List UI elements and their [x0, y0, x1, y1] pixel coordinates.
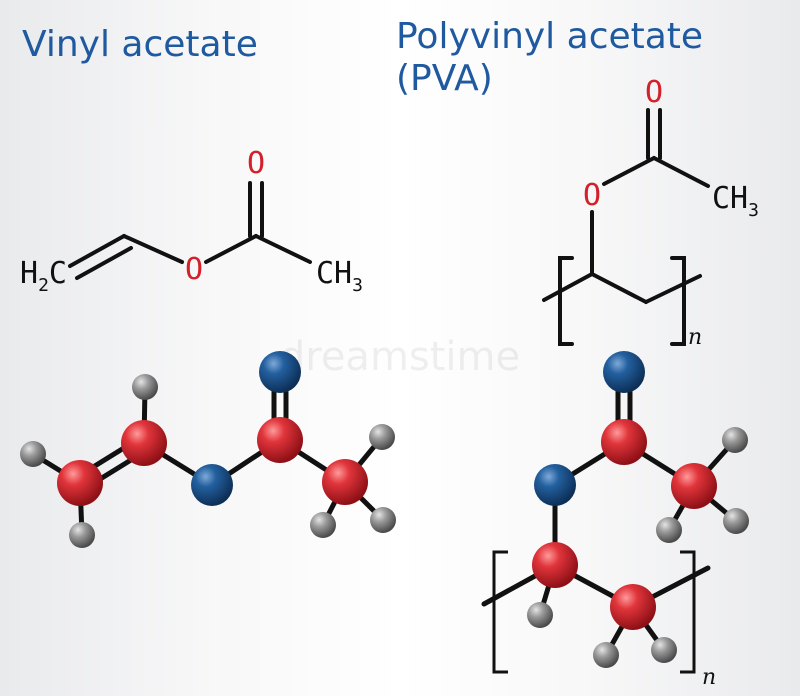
label-n-skeletal: n	[688, 325, 702, 350]
label-h2c: H2C	[20, 256, 67, 296]
ballstick-pva	[481, 351, 749, 674]
hydrogen-ball	[69, 522, 95, 548]
bracket-left-skeletal	[558, 256, 574, 346]
oxygen-ball	[259, 351, 301, 393]
carbon-ball	[601, 419, 647, 465]
bond-c-c-double-a	[68, 234, 126, 268]
bracket-left-ballstick	[492, 550, 508, 674]
bond-c-ch3	[254, 234, 312, 264]
hydrogen-ball	[132, 374, 158, 400]
oxygen-ball	[534, 464, 576, 506]
bond-c-ch3-right	[652, 156, 710, 188]
label-ch3-left: CH3	[316, 256, 363, 296]
carbon-ball	[532, 542, 578, 588]
hydrogen-ball	[651, 637, 677, 663]
bond-c-o	[122, 234, 184, 264]
bracket-right-ballstick	[680, 550, 696, 674]
hydrogen-ball	[369, 424, 395, 450]
hydrogen-ball	[593, 642, 619, 668]
label-n-ballstick: n	[702, 665, 716, 690]
label-o-ether-right: O	[583, 178, 601, 213]
carbon-ball	[121, 420, 167, 466]
label-o-carbonyl-left: O	[247, 146, 265, 181]
bond-chain-right	[644, 274, 702, 304]
bond-o-c	[204, 234, 258, 264]
carbon-ball	[57, 460, 103, 506]
title-pva-line1: Polyvinyl acetate	[396, 16, 704, 57]
ballstick-vinyl-acetate	[20, 351, 396, 548]
hydrogen-ball	[527, 602, 553, 628]
oxygen-ball	[191, 464, 233, 506]
carbon-ball	[322, 459, 368, 505]
hydrogen-ball	[310, 512, 336, 538]
hydrogen-ball	[370, 507, 396, 533]
bracket-right-skeletal	[670, 256, 686, 346]
carbon-ball	[610, 584, 656, 630]
bond-ch-ch2	[590, 272, 648, 304]
bond-c-c-double-b	[75, 246, 133, 280]
hydrogen-ball	[656, 517, 682, 543]
title-vinyl-acetate: Vinyl acetate	[22, 24, 258, 65]
oxygen-ball	[603, 351, 645, 393]
title-pva-line2: (PVA)	[396, 58, 493, 99]
hydrogen-ball	[722, 427, 748, 453]
carbon-ball	[257, 417, 303, 463]
watermark-text: dreamstime	[280, 334, 520, 380]
hydrogen-ball	[20, 441, 46, 467]
bond-chain-left	[542, 272, 594, 302]
label-o-carbonyl-right: O	[645, 75, 663, 110]
label-ch3-right: CH3	[712, 181, 759, 221]
carbon-ball	[671, 463, 717, 509]
hydrogen-ball	[723, 508, 749, 534]
skeletal-pva	[542, 108, 710, 346]
title-polyvinyl-acetate: Polyvinyl acetate (PVA)	[396, 16, 703, 100]
skeletal-vinyl-acetate	[68, 181, 312, 280]
label-o-ether-left: O	[185, 252, 203, 287]
bond-o-c-right	[602, 156, 656, 186]
